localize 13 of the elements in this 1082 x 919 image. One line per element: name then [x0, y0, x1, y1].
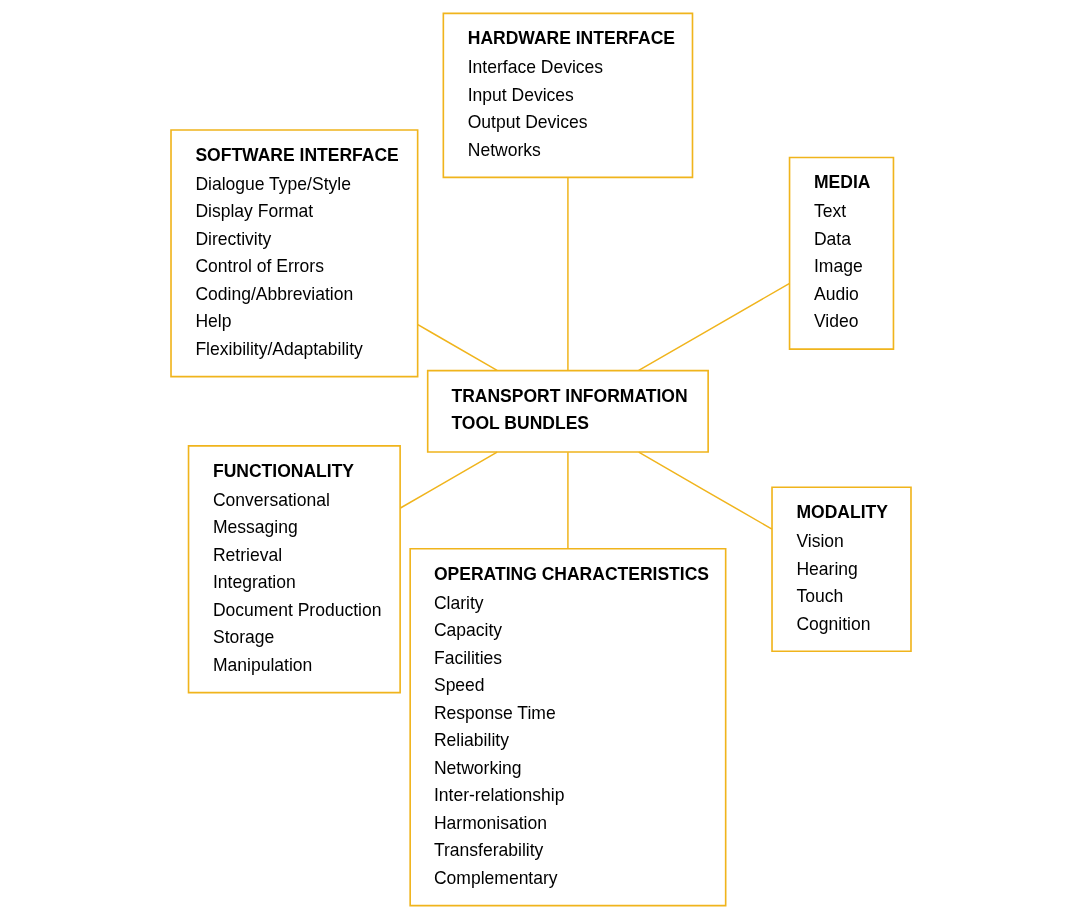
- node-box: MEDIA Text Data Image Audio Video: [788, 156, 895, 350]
- connector: [567, 451, 569, 550]
- connector: [417, 323, 498, 372]
- node-box: SOFTWARE INTERFACE Dialogue Type/Style Display Format Directivity Control of Errors Coding/Abbreviation Help Flexibility/Adaptability: [170, 129, 419, 378]
- node-box: MODALITY Vision Hearing Touch Cognition: [771, 486, 912, 653]
- node-box: HARDWARE INTERFACE Interface Devices Input Devices Output Devices Networks: [442, 12, 694, 179]
- node-box: OPERATING CHARACTERISTICS Clarity Capacity Facilities Speed Response Time Reliability Networking Inter-relationship Harmonisation Transferability Complementary: [409, 548, 727, 907]
- node-box: FUNCTIONALITY Conversational Messaging Retrieval Integration Document Production Storage Manipulation: [187, 445, 401, 694]
- node-box: TRANSPORT INFORMATION TOOL BUNDLES: [426, 369, 709, 453]
- connector: [567, 176, 569, 372]
- connector: [399, 451, 498, 509]
- connector: [638, 282, 790, 372]
- connector: [638, 451, 773, 530]
